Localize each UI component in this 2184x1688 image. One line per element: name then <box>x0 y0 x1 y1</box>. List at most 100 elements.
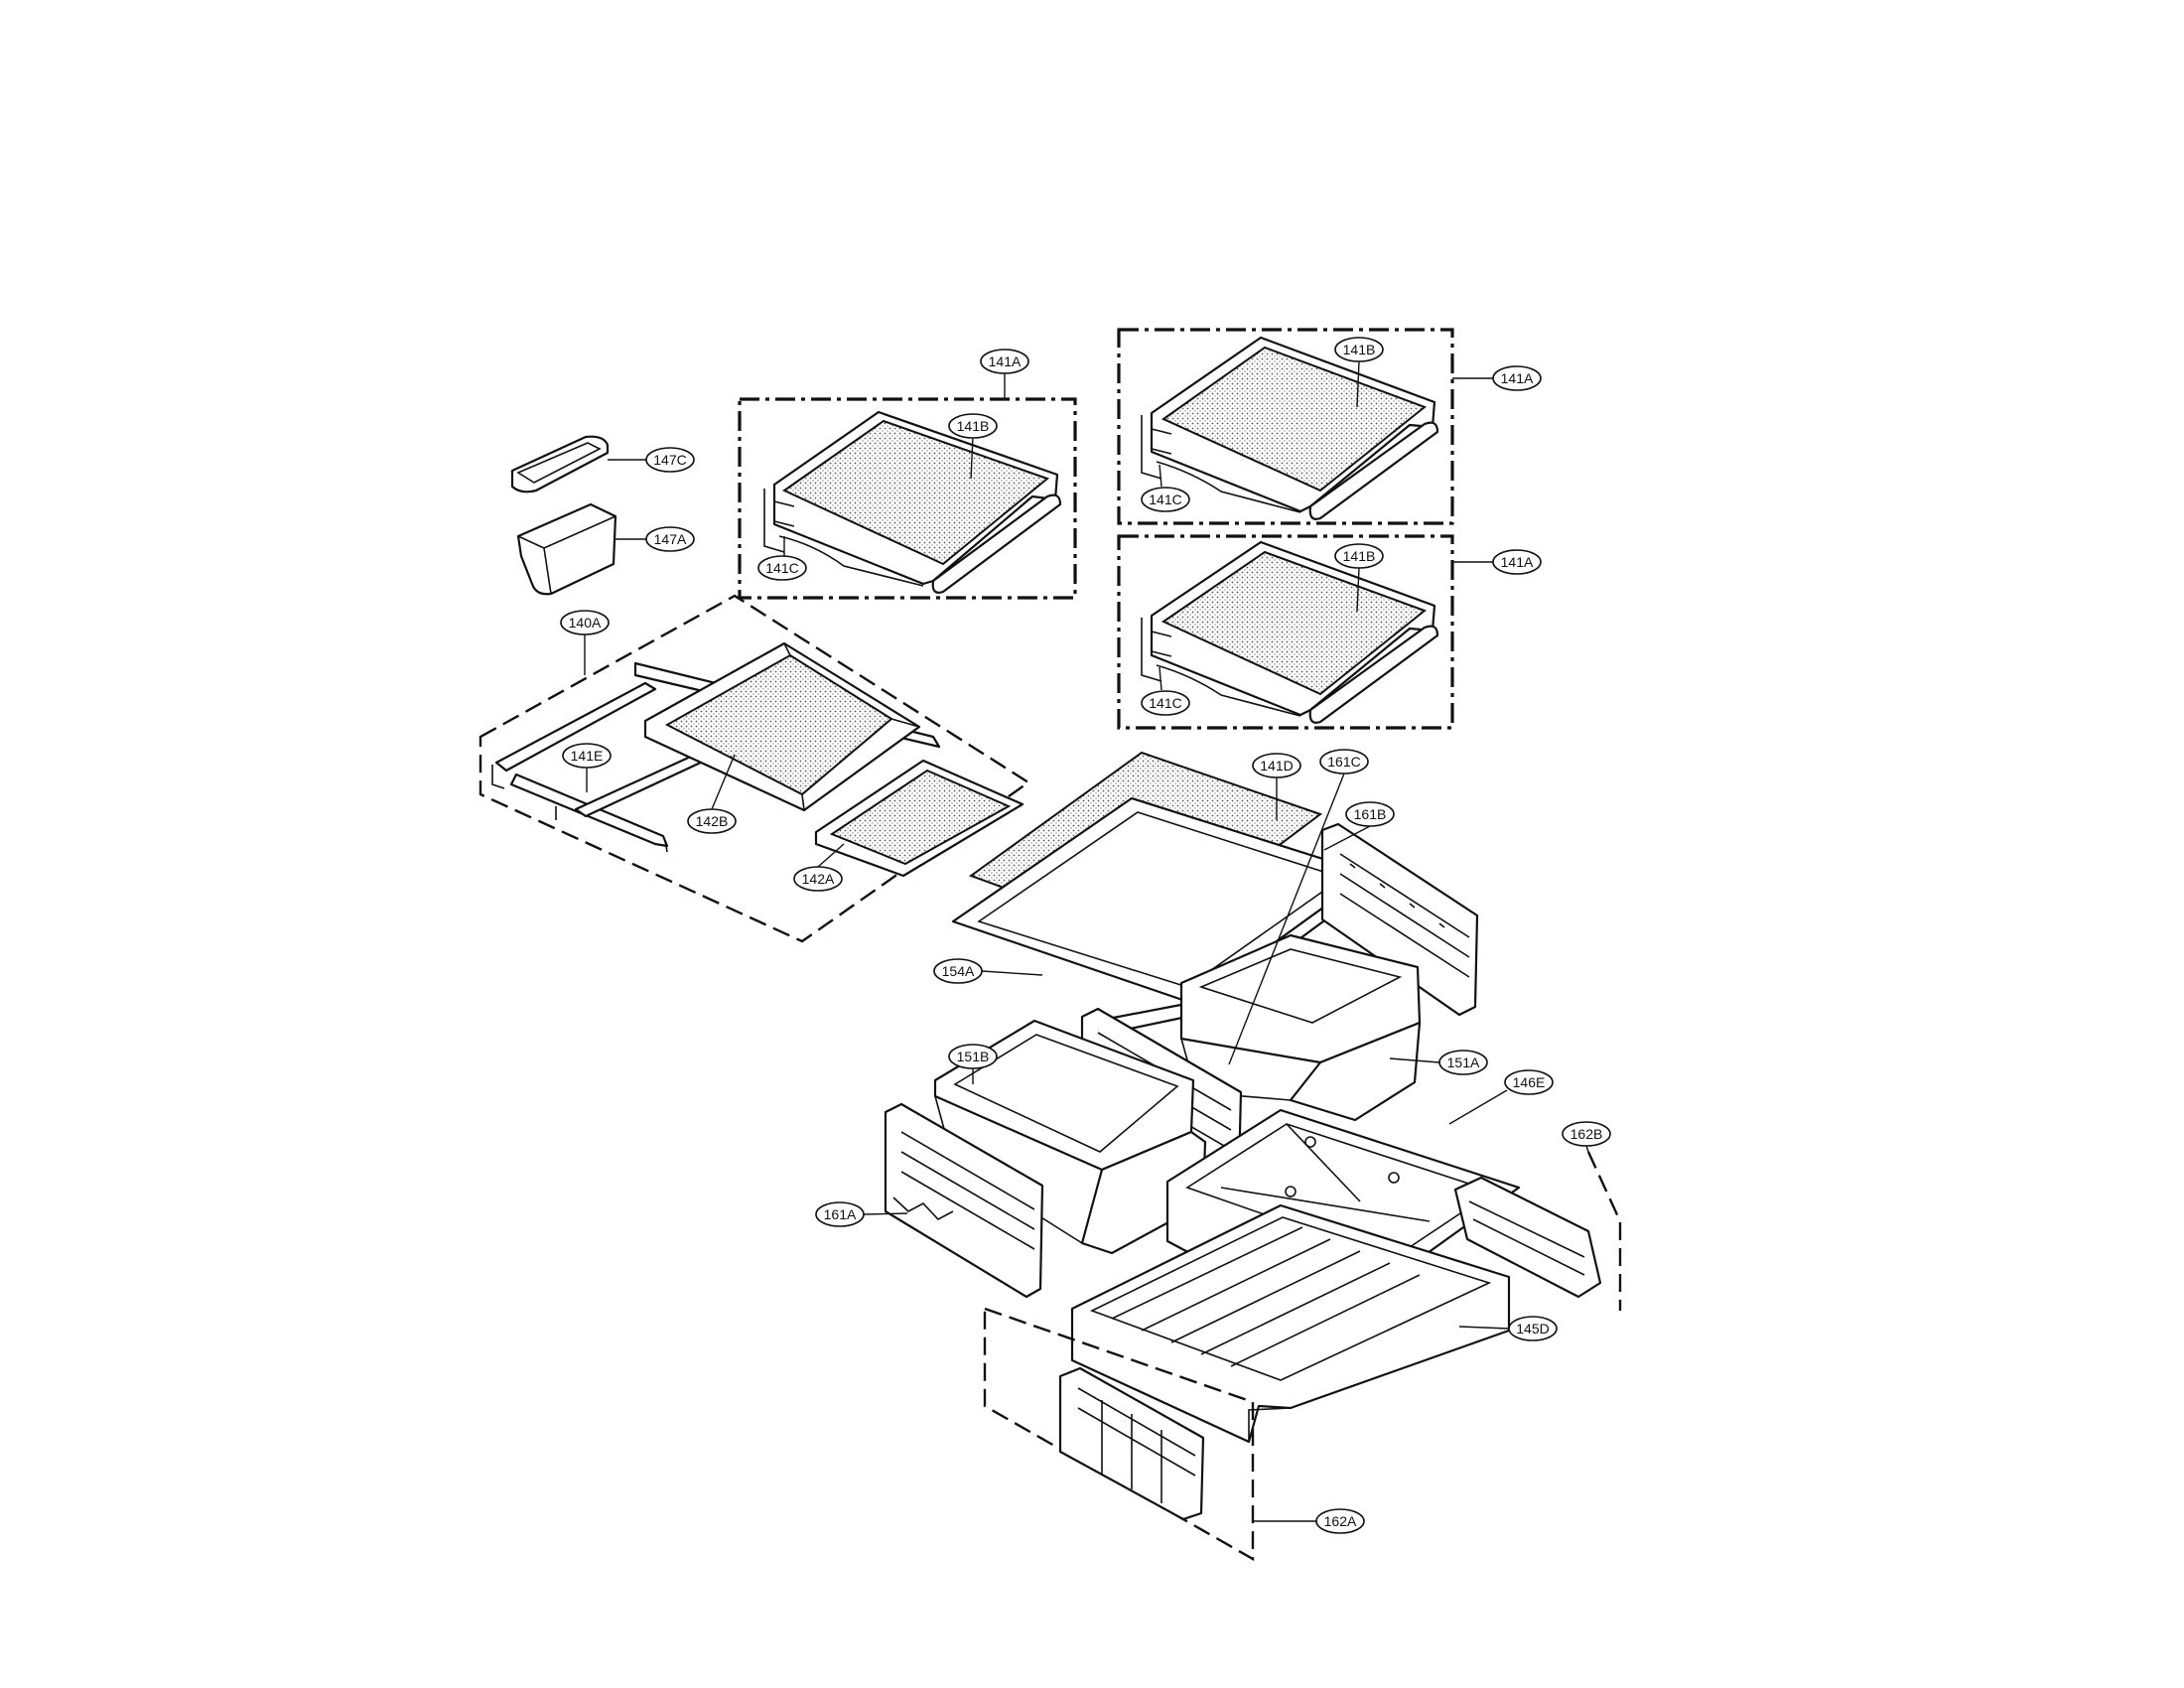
callout-label: 141C <box>1149 492 1181 507</box>
callout-label: 145D <box>1516 1321 1549 1336</box>
callout-leader-line <box>1458 1326 1510 1330</box>
callout-label: 141B <box>1343 548 1376 564</box>
callout-161a: 161A <box>815 1201 908 1227</box>
callout-leader-line <box>970 436 974 480</box>
callout-label: 161B <box>1354 806 1387 822</box>
shelf-group-box-top <box>738 397 1077 600</box>
callout-label: 162A <box>1324 1513 1357 1529</box>
callout-145d: 145D <box>1458 1316 1558 1341</box>
callout-oval <box>687 808 737 834</box>
callout-leader-line <box>981 970 1043 976</box>
callout-oval <box>933 958 983 984</box>
crisper-drawer-right <box>1179 933 1422 1122</box>
rail-cover-group-right <box>1586 1151 1622 1311</box>
shelf-group-box-right-1 <box>1117 328 1454 525</box>
callout-oval <box>1504 1069 1554 1095</box>
shelf-bracket <box>1141 415 1172 480</box>
rail-left <box>494 681 657 773</box>
callout-label: 141C <box>765 560 798 576</box>
callout-161c: 161C <box>1228 749 1369 1065</box>
callout-141a: 141A <box>980 349 1029 399</box>
callout-leader-line <box>1356 567 1360 613</box>
callout-leader-line <box>1159 464 1162 488</box>
callout-label: 141D <box>1260 758 1293 774</box>
callout-leader-line <box>863 1212 908 1215</box>
callout-oval <box>562 743 612 769</box>
callout-141a: 141A <box>1452 549 1542 575</box>
callout-151b: 151B <box>948 1044 998 1084</box>
callout-label: 141A <box>989 353 1022 369</box>
callout-label: 147C <box>653 452 686 468</box>
shelf-glass <box>1160 550 1428 696</box>
callout-141a: 141A <box>1452 365 1542 391</box>
callout-oval <box>793 866 843 892</box>
callout-leader-line <box>1228 773 1345 1065</box>
bottom-panel <box>1058 1366 1205 1521</box>
callout-oval <box>757 555 807 581</box>
callout-label: 141B <box>1343 342 1376 357</box>
shelf-rail <box>1156 461 1301 513</box>
callout-oval <box>1315 1508 1365 1534</box>
shelf-rail <box>778 535 924 587</box>
callout-leader-line <box>1585 1145 1589 1153</box>
callout-161b: 161B <box>1323 801 1395 851</box>
shelf-glass <box>782 419 1050 566</box>
callout-141b: 141B <box>948 413 998 480</box>
callout-162a: 162A <box>1253 1508 1365 1534</box>
callout-oval <box>948 413 998 439</box>
callout-oval <box>1334 337 1384 362</box>
callout-oval <box>1492 365 1542 391</box>
callout-oval <box>1438 1050 1488 1075</box>
callout-oval <box>645 447 695 473</box>
shelf-glass <box>1161 346 1428 492</box>
callout-label: 141B <box>957 418 990 434</box>
callout-leader-line <box>711 754 736 810</box>
callout-label: 141E <box>571 748 604 764</box>
callout-oval <box>815 1201 865 1227</box>
shelf-rail <box>1156 664 1301 717</box>
callout-leader-line <box>1356 360 1360 408</box>
callout-leader-line <box>1323 825 1371 851</box>
callout-141b: 141B <box>1334 337 1384 408</box>
callout-oval <box>1319 749 1369 774</box>
divider-panel-right <box>1320 822 1479 1017</box>
callout-162b: 162B <box>1562 1121 1611 1153</box>
shelf-group-box-right-2 <box>1117 534 1454 730</box>
callout-label: 140A <box>569 615 602 631</box>
callout-151a: 151A <box>1389 1050 1488 1075</box>
callout-label: 147A <box>654 531 687 547</box>
callout-141e: 141E <box>562 743 612 792</box>
callout-140a: 140A <box>560 610 610 675</box>
callout-oval <box>560 610 610 635</box>
shelf-142a <box>814 759 1024 878</box>
freezer-drawer <box>1070 1203 1511 1444</box>
rail-cover-right <box>1453 1176 1602 1299</box>
shelf-assembly-right-2 <box>1141 540 1439 724</box>
callout-label: 151B <box>957 1049 990 1064</box>
shelf-front-trim <box>1308 421 1439 520</box>
callout-141b: 141B <box>1334 543 1384 613</box>
callout-label: 146E <box>1513 1074 1546 1090</box>
callout-141c: 141C <box>1141 464 1190 512</box>
callout-label: 161A <box>824 1206 857 1222</box>
divider-panel-left <box>884 1102 1044 1299</box>
callout-oval <box>1141 487 1190 512</box>
callout-label: 141C <box>1149 695 1181 711</box>
shelf-bracket <box>1141 618 1172 682</box>
callout-label: 161C <box>1327 754 1360 770</box>
callout-147a: 147A <box>615 526 695 552</box>
callout-141c: 141C <box>1141 666 1190 716</box>
callout-leader-line <box>817 843 845 868</box>
callout-oval <box>1508 1316 1558 1341</box>
callout-oval <box>1334 543 1384 569</box>
callout-146e: 146E <box>1448 1069 1554 1125</box>
callout-leader-line <box>1448 1089 1508 1125</box>
callout-141c: 141C <box>757 536 807 581</box>
callout-oval <box>1562 1121 1611 1147</box>
callout-147c: 147C <box>608 447 695 473</box>
callout-oval <box>1345 801 1395 827</box>
callout-leader-line <box>1159 666 1162 691</box>
callout-142b: 142B <box>687 754 737 834</box>
